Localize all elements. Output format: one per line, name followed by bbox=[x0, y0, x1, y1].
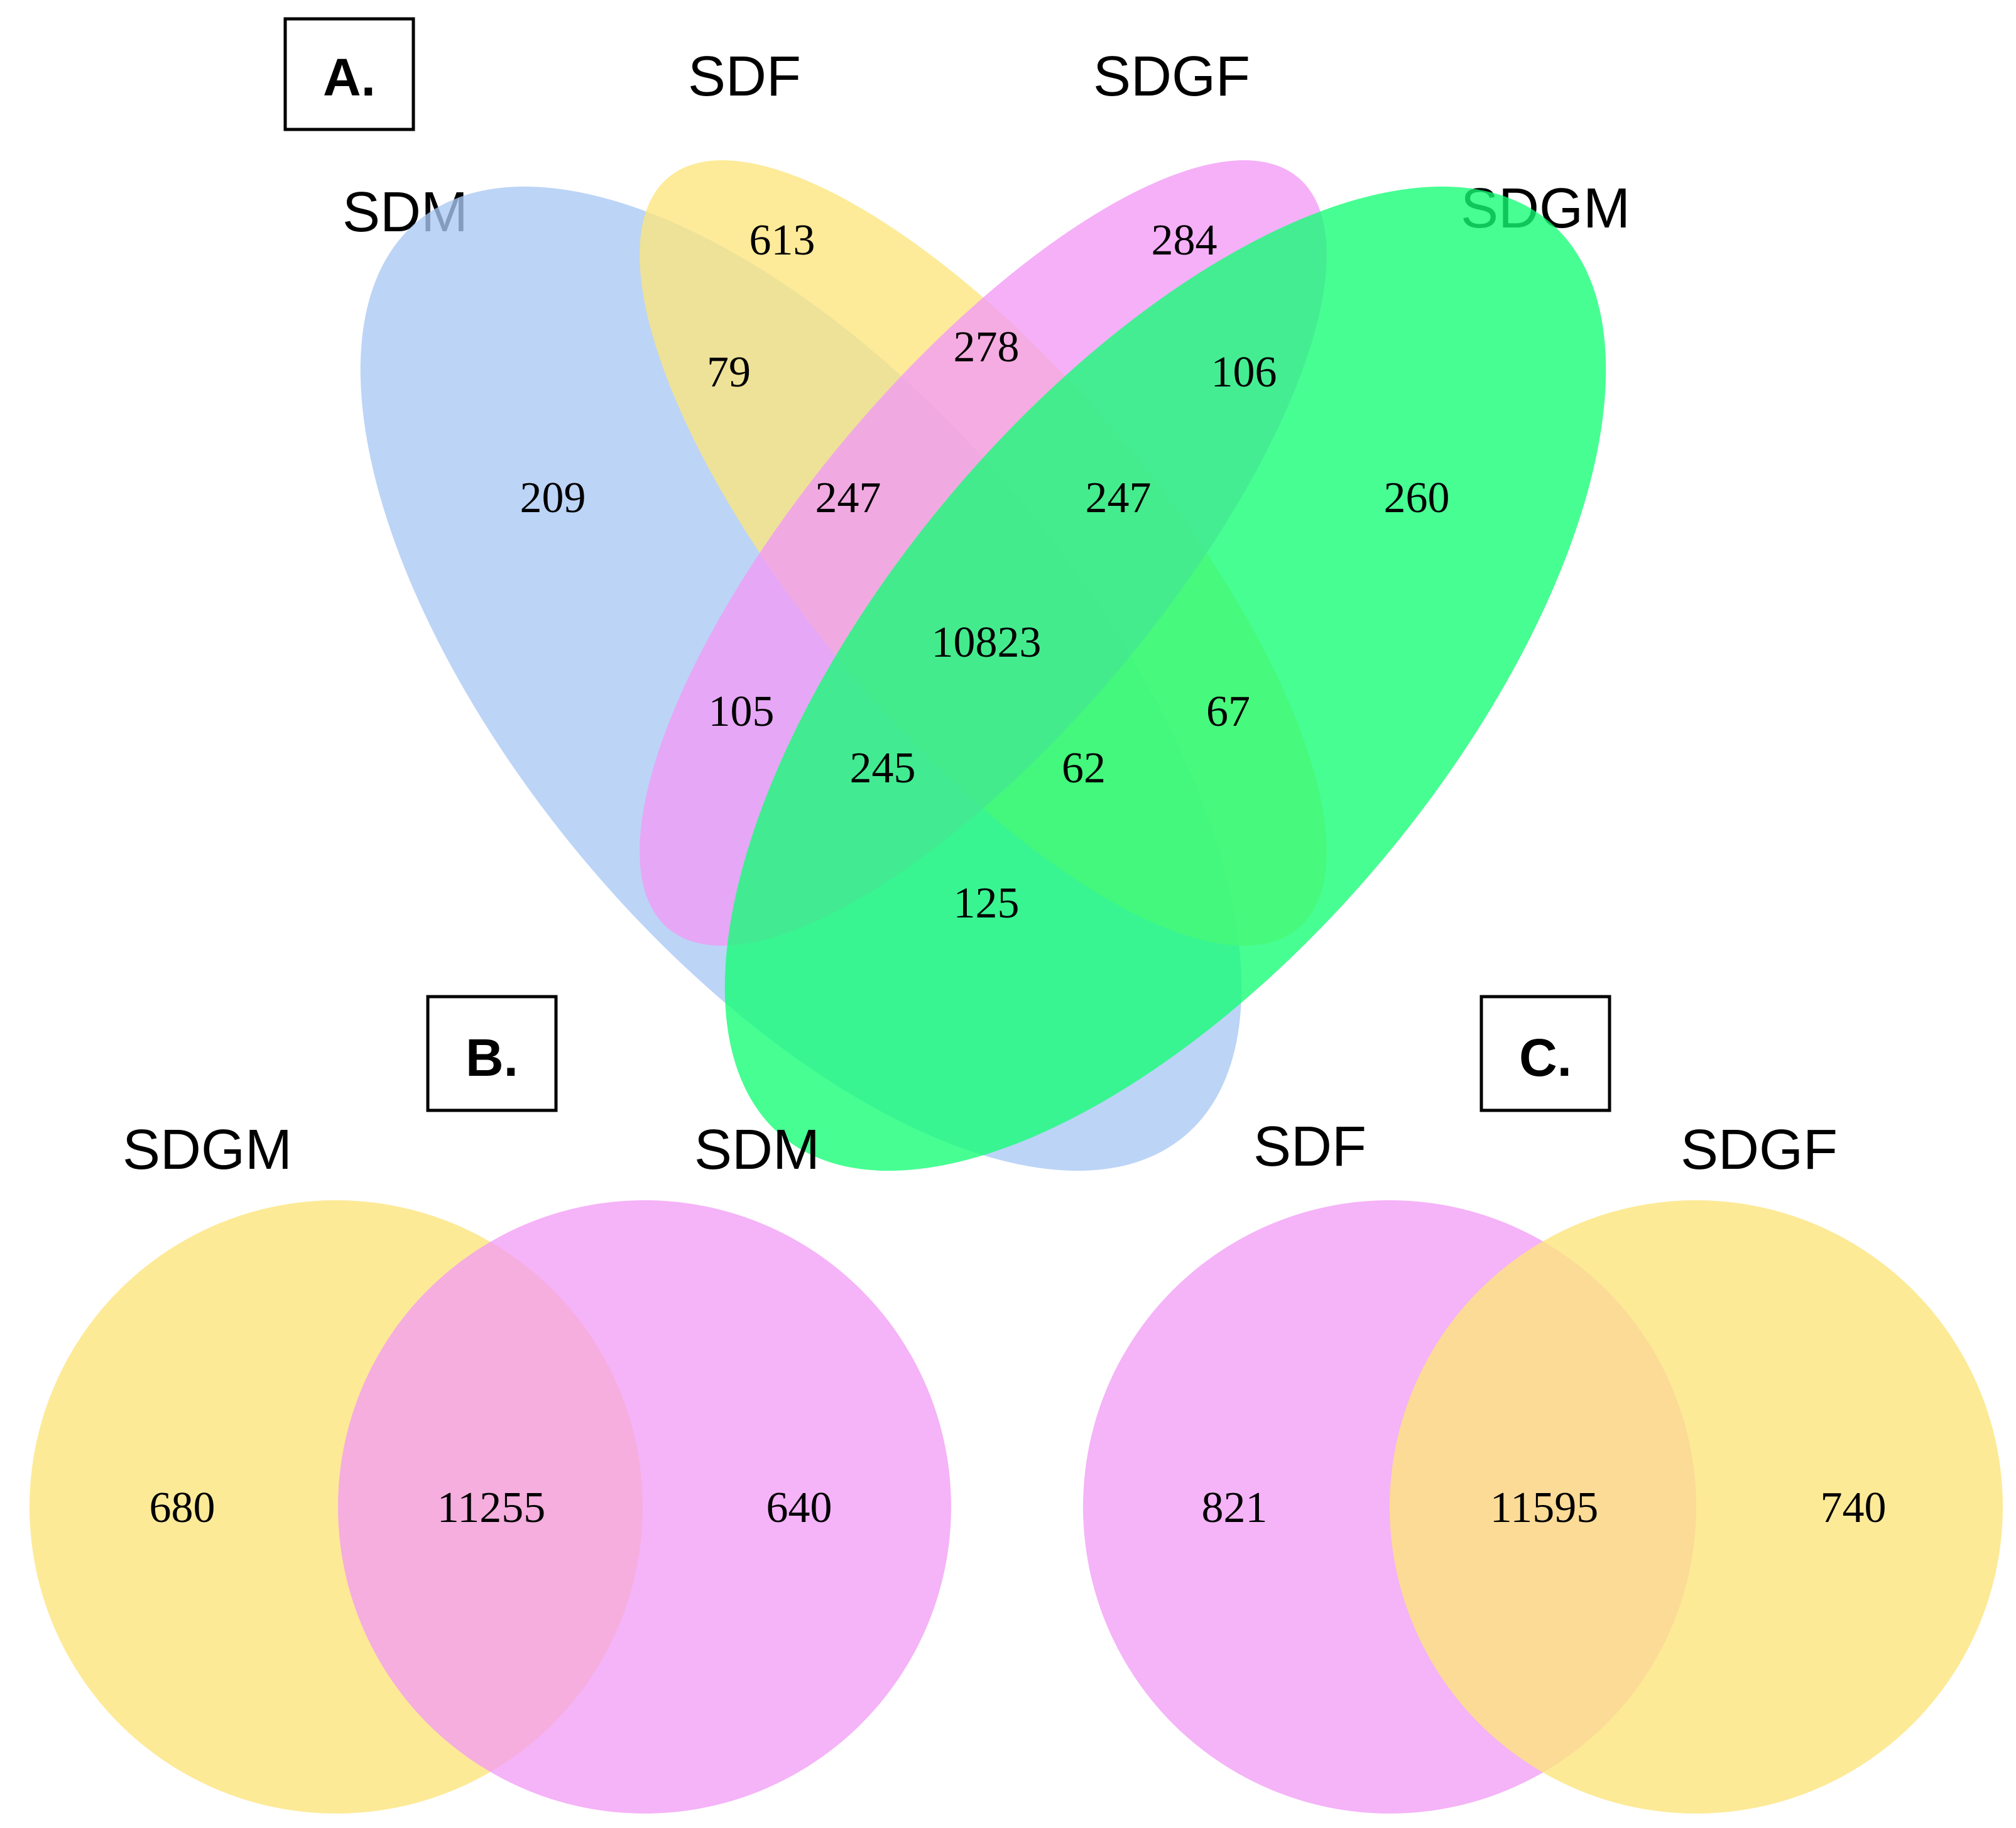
count-sdm-sdgf: 105 bbox=[709, 687, 775, 736]
panel-c-label: C. bbox=[1519, 1028, 1572, 1087]
count-sdgm-only: 260 bbox=[1384, 474, 1450, 522]
count-sdf-only: 613 bbox=[749, 216, 815, 265]
ellipse-sdgm bbox=[724, 186, 1606, 1171]
count-sdm-sdgf-sdgm: 245 bbox=[850, 744, 916, 792]
set-label-sdgf: SDGF bbox=[1093, 45, 1250, 108]
count-b-left: 680 bbox=[150, 1484, 215, 1532]
count-all-four: 10823 bbox=[932, 618, 1042, 667]
circle-b-right bbox=[338, 1200, 951, 1814]
count-sdm-sdf-sdgf: 247 bbox=[815, 474, 881, 522]
count-c-right: 740 bbox=[1821, 1484, 1887, 1532]
set-label-c-right: SDGF bbox=[1681, 1119, 1838, 1181]
count-sdf-sdgm: 67 bbox=[1206, 687, 1250, 736]
panel-a: A. SDM SDF SDGF SDGM 613 284 79 278 106 … bbox=[283, 17, 1630, 1171]
count-sdm-sdgm: 125 bbox=[954, 879, 1020, 928]
panel-a-label-box bbox=[283, 17, 415, 131]
count-sdf-sdgf-sdgm: 247 bbox=[1086, 474, 1152, 522]
count-b-overlap: 11255 bbox=[437, 1484, 545, 1532]
count-sdm-only: 209 bbox=[520, 474, 586, 522]
count-sdm-sdf-sdgm: 62 bbox=[1062, 744, 1106, 792]
count-sdgf-only: 284 bbox=[1152, 216, 1218, 265]
count-sdm-sdf: 79 bbox=[707, 348, 751, 397]
panel-b: B. SDGM SDM 680 11255 640 bbox=[30, 995, 951, 1814]
panel-c-label-box bbox=[1479, 995, 1611, 1112]
count-sdf-sdgf: 278 bbox=[954, 323, 1020, 371]
count-sdgf-sdgm: 106 bbox=[1211, 348, 1277, 397]
count-b-right: 640 bbox=[766, 1484, 832, 1532]
panel-c: C. SDF SDGF 821 11595 740 bbox=[1083, 995, 2003, 1814]
panel-b-label: B. bbox=[466, 1028, 518, 1087]
panel-a-label: A. bbox=[323, 48, 376, 107]
circle-c-right bbox=[1390, 1200, 2003, 1814]
set-label-sdf: SDF bbox=[688, 45, 801, 108]
count-c-overlap: 11595 bbox=[1490, 1484, 1598, 1532]
set-label-b-left: SDGM bbox=[123, 1119, 292, 1181]
panel-b-label-box bbox=[426, 995, 558, 1112]
count-c-left: 821 bbox=[1202, 1484, 1268, 1532]
set-label-b-right: SDM bbox=[694, 1119, 820, 1181]
set-label-c-left: SDF bbox=[1253, 1115, 1366, 1178]
